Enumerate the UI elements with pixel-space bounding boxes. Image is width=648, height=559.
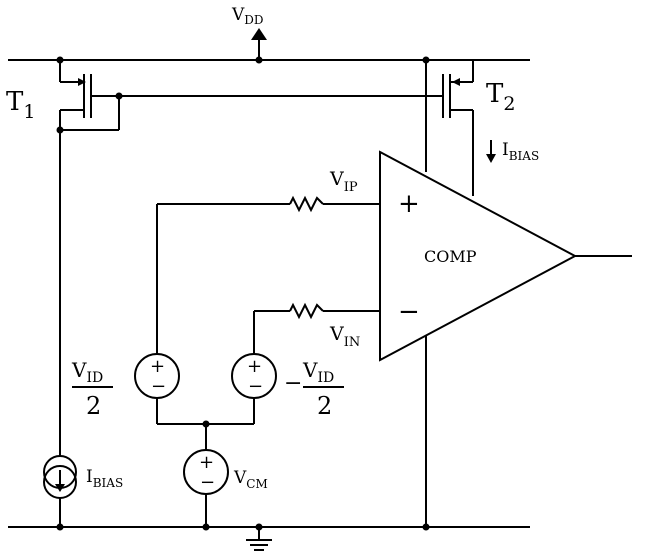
ibias-bottom-label: IBIAS bbox=[86, 467, 123, 490]
vid-half-right-label: − VID 2 bbox=[284, 358, 344, 420]
vcm-label: VCM bbox=[233, 468, 268, 491]
svg-text:VID: VID bbox=[302, 358, 334, 386]
comp-plus: + bbox=[398, 189, 420, 219]
source-right bbox=[202, 353, 277, 428]
svg-text:VID: VID bbox=[71, 358, 103, 386]
vid-half-left-label: VID 2 bbox=[71, 358, 113, 420]
resistor-vip bbox=[156, 195, 380, 354]
t2-label: T2 bbox=[486, 79, 515, 115]
ibias-top-label: IBIAS bbox=[502, 140, 539, 163]
source-right-plus: + bbox=[247, 356, 262, 377]
vdd-label: VDD bbox=[231, 5, 264, 27]
bias-current-source bbox=[43, 130, 77, 527]
transistor-t1 bbox=[56, 60, 123, 134]
source-left-minus: − bbox=[151, 376, 166, 397]
t1-label: T1 bbox=[6, 87, 35, 123]
svg-text:2: 2 bbox=[317, 392, 332, 420]
vcm-plus: + bbox=[199, 452, 214, 473]
comp-minus: − bbox=[398, 297, 420, 327]
vin-label: VIN bbox=[329, 323, 360, 350]
svg-text:2: 2 bbox=[86, 392, 101, 420]
vcm-minus: − bbox=[200, 472, 215, 493]
vdd-rail bbox=[8, 28, 530, 64]
ibias-arrow-down bbox=[486, 140, 496, 163]
vip-label: VIP bbox=[329, 168, 358, 195]
ground-rail bbox=[8, 523, 530, 551]
transistor-t2 bbox=[425, 59, 474, 196]
source-right-minus: − bbox=[248, 376, 263, 397]
source-left-plus: + bbox=[150, 356, 165, 377]
comp-label: COMP bbox=[424, 247, 477, 266]
comparator bbox=[379, 150, 632, 527]
resistor-vin bbox=[253, 302, 380, 354]
svg-text:−: − bbox=[284, 371, 302, 396]
source-vcm bbox=[183, 424, 229, 527]
